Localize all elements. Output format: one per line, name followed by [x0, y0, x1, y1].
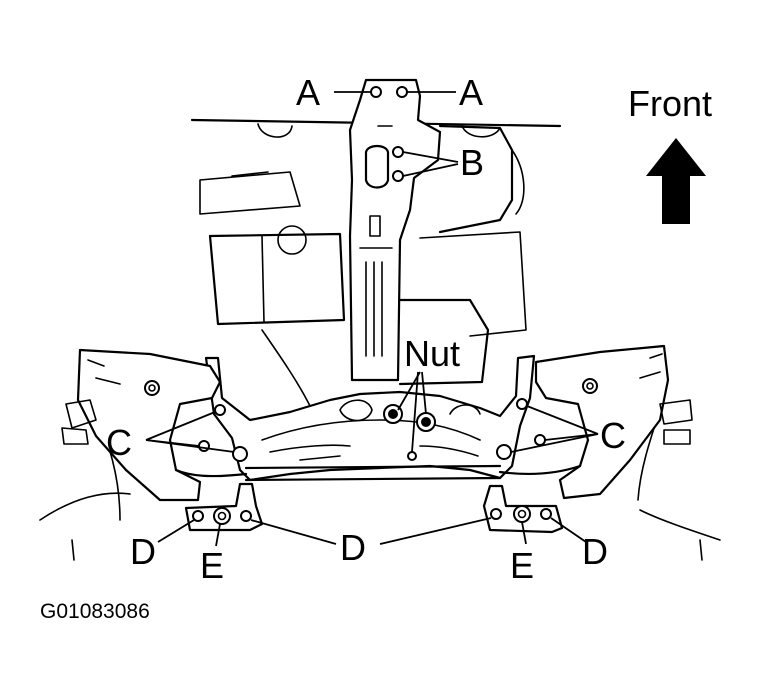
leader-lines [145, 91, 599, 547]
bolt-d-right-outer [540, 508, 552, 520]
bolt-d-left-outer [192, 510, 204, 522]
right-control-arm [496, 344, 693, 500]
figure-code: G01083086 [40, 600, 150, 623]
label-c-left: C [106, 422, 132, 463]
bolt-a-right [396, 86, 408, 98]
bolt-d-left-inner [240, 510, 252, 522]
bolt-b-upper [392, 146, 404, 158]
nut-lower [407, 451, 417, 461]
bolt-d-right-inner [490, 508, 502, 520]
bolt-c-right-upper [516, 398, 528, 410]
bolt-c-left-upper [214, 404, 226, 416]
bolt-e-right [513, 505, 531, 523]
bushing-right [582, 378, 598, 394]
label-d-center: D [340, 527, 366, 568]
bolt-a-left [370, 86, 382, 98]
label-d-left: D [130, 531, 156, 572]
bushing-left [144, 380, 160, 396]
bolt-c-left-lower [232, 446, 248, 462]
stabilizer-bar [174, 464, 582, 482]
label-a-left: A [296, 72, 320, 113]
label-a-right: A [459, 72, 483, 113]
bolt-c-right-lower [496, 444, 512, 460]
front-arrow [646, 138, 706, 224]
label-e-left: E [200, 545, 224, 586]
bolt-e-left [213, 507, 231, 525]
label-d-right: D [582, 531, 608, 572]
label-e-right: E [510, 545, 534, 586]
front-label: Front [628, 83, 712, 124]
label-b: B [460, 142, 484, 183]
label-c-right: C [600, 415, 626, 456]
bolt-c-right-mid [534, 434, 546, 446]
left-control-arm [61, 348, 248, 502]
bolt-b-lower [392, 170, 404, 182]
bolt-c-left-mid [198, 440, 210, 452]
up-arrow-icon [646, 138, 706, 224]
label-nut: Nut [404, 333, 460, 374]
right-bracket [482, 484, 564, 534]
left-bracket [184, 482, 264, 532]
